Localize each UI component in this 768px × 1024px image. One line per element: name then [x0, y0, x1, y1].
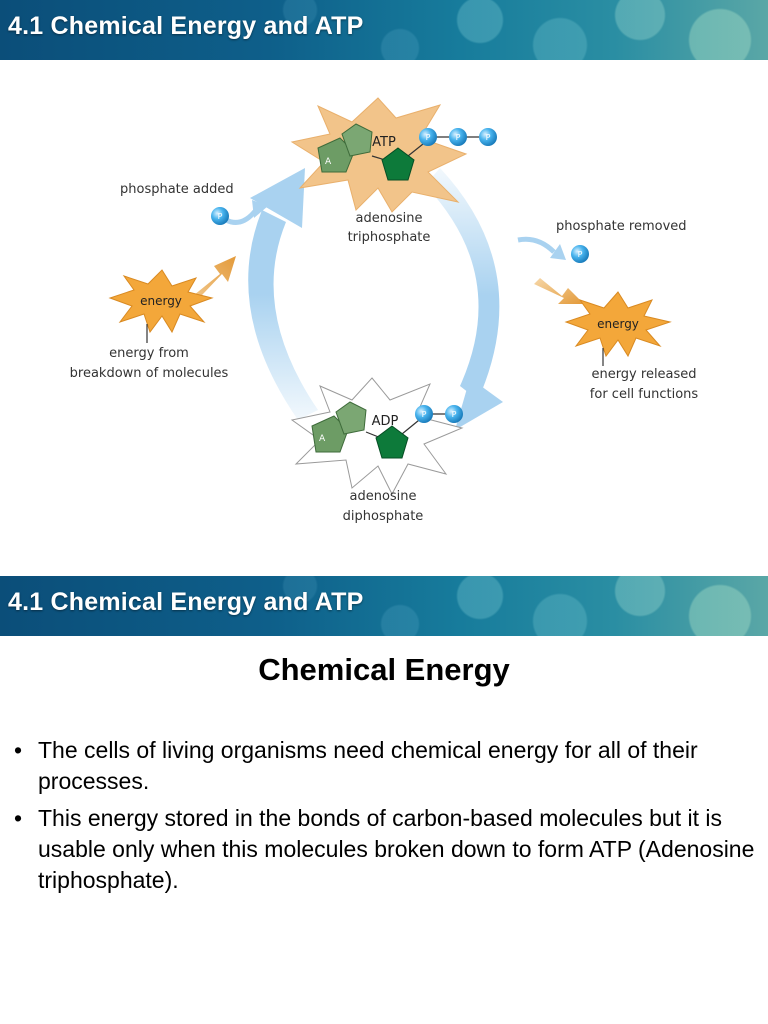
energy-out-line1: energy released	[591, 367, 696, 382]
atp-adp-cycle-diagram: P P P A ATP adenosine triphosphate P P A…	[70, 97, 699, 524]
phosphate-symbol: P	[218, 212, 223, 221]
atp-phosphate-icon	[479, 128, 497, 146]
atp-phosphate-icon	[449, 128, 467, 146]
adp-phosphate-icon	[415, 405, 433, 423]
bullet-item: • This energy stored in the bonds of car…	[14, 803, 759, 896]
energy-out-star	[564, 291, 672, 358]
adp-molecule: P P A ADP	[311, 401, 463, 459]
atp-label: ATP	[372, 135, 396, 150]
phosphate-added-arrow-icon	[224, 208, 258, 225]
adp-adenine-large	[335, 401, 367, 435]
adenine-symbol: A	[325, 157, 332, 167]
atp-name-line1: adenosine	[355, 211, 422, 226]
phosphate-symbol: P	[452, 410, 457, 419]
energy-out-line2: for cell functions	[590, 387, 699, 402]
bullet-marker: •	[14, 805, 23, 831]
slide-title: 4.1 Chemical Energy and ATP	[8, 588, 364, 616]
atp-adenine-large	[341, 123, 373, 157]
adp-adenine-small	[311, 415, 349, 453]
atp-name-line2: triphosphate	[348, 230, 431, 245]
bullet-text: This energy stored in the bonds of carbo…	[38, 805, 755, 893]
header-banner-top: 4.1 Chemical Energy and ATP	[0, 0, 768, 60]
section-heading: Chemical Energy	[258, 652, 510, 687]
atp-ribose	[381, 147, 415, 181]
adenine-symbol: A	[319, 434, 326, 444]
phosphate-removed-arrow-icon	[517, 236, 556, 254]
phosphate-added-icon	[211, 207, 229, 225]
atp-phosphate-icon	[419, 128, 437, 146]
energy-out-arrow	[534, 278, 584, 304]
phosphate-symbol: P	[486, 133, 491, 142]
phosphate-symbol: P	[578, 250, 583, 259]
adp-name-line2: diphosphate	[343, 509, 424, 524]
adp-name-line1: adenosine	[349, 489, 416, 504]
adp-ribose	[375, 425, 409, 459]
phosphate-added-label: phosphate added	[120, 182, 234, 197]
bullet-list: • The cells of living organisms need che…	[14, 735, 759, 902]
energy-out-word: energy	[597, 317, 639, 331]
cycle-arrow-left	[248, 168, 318, 420]
adp-phosphate-icon	[445, 405, 463, 423]
bullet-marker: •	[14, 737, 23, 763]
energy-in-word: energy	[140, 294, 182, 308]
phosphate-removed-icon	[571, 245, 589, 263]
phosphate-symbol: P	[456, 133, 461, 142]
cycle-arrow-right	[425, 168, 503, 430]
header-banner-bottom: 4.1 Chemical Energy and ATP	[0, 576, 768, 636]
energy-in-line1: energy from	[109, 346, 189, 361]
bullet-item: • The cells of living organisms need che…	[14, 735, 759, 797]
phosphate-symbol: P	[422, 410, 427, 419]
atp-molecule: P P P A ATP	[317, 123, 497, 181]
phosphate-removed-label: phosphate removed	[556, 219, 687, 234]
slide-title: 4.1 Chemical Energy and ATP	[8, 12, 364, 40]
adp-label: ADP	[372, 414, 399, 429]
energy-in-line2: breakdown of molecules	[70, 366, 229, 381]
bullet-text: The cells of living organisms need chemi…	[38, 737, 698, 794]
phosphate-symbol: P	[426, 133, 431, 142]
energy-in-star	[108, 269, 214, 334]
atp-star	[290, 97, 468, 213]
atp-adenine-small	[317, 137, 355, 173]
